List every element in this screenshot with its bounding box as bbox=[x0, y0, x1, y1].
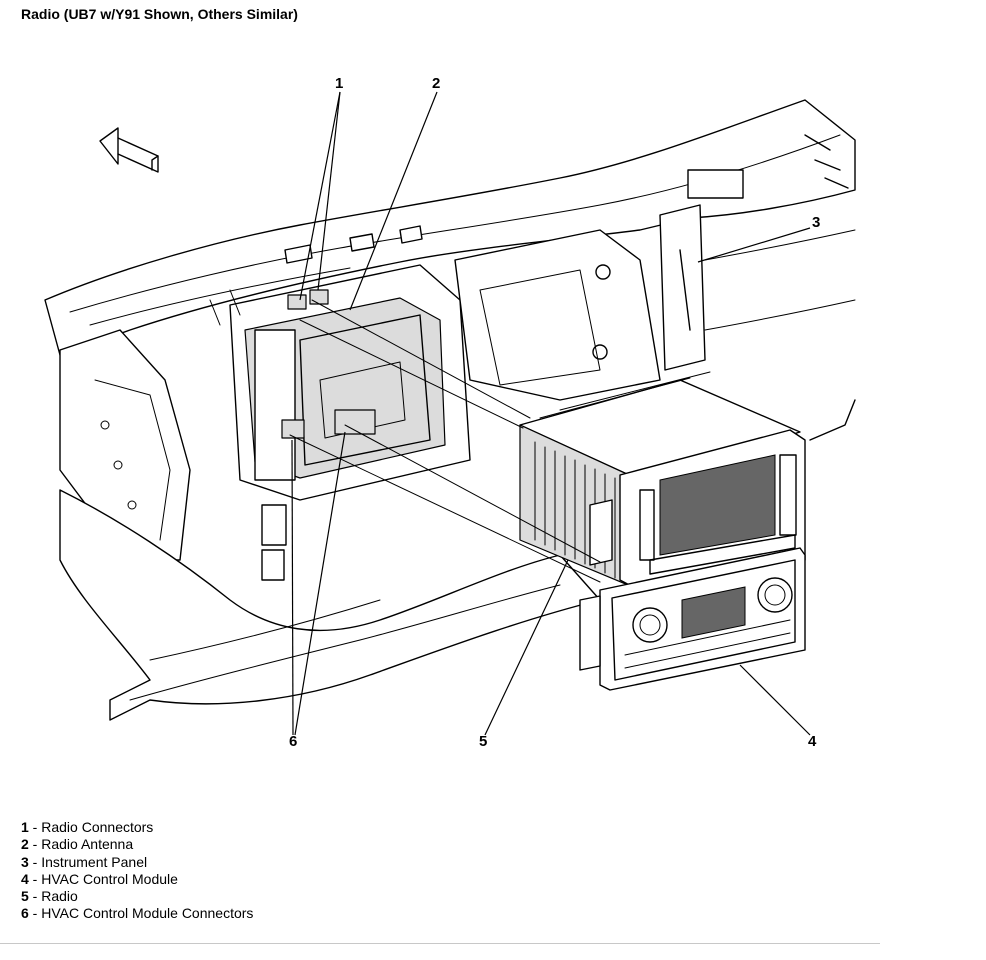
legend-separator: - bbox=[28, 853, 42, 870]
callout-numbers: 1 2 3 4 5 6 bbox=[289, 75, 820, 750]
legend-number: 3 bbox=[21, 853, 29, 870]
legend-item: 2 - Radio Antenna bbox=[21, 836, 253, 853]
exploded-view-diagram: 1 2 3 4 5 6 bbox=[44, 75, 856, 750]
legend-separator: - bbox=[28, 819, 42, 835]
legend-item: 3 - Instrument Panel bbox=[21, 854, 253, 871]
legend-separator: - bbox=[28, 870, 42, 887]
legend-number: 6 bbox=[21, 905, 29, 922]
callout-1: 1 bbox=[335, 75, 343, 92]
legend-item: 1 - Radio Connectors bbox=[21, 819, 253, 836]
footer-divider bbox=[0, 943, 880, 944]
instrument-panel bbox=[44, 99, 856, 721]
legend-separator: - bbox=[28, 836, 42, 853]
legend-item: 4 - HVAC Control Module bbox=[21, 871, 253, 888]
leader-lines bbox=[291, 91, 811, 736]
legend-separator: - bbox=[28, 888, 42, 905]
legend-label: Instrument Panel bbox=[41, 853, 148, 870]
legend-number: 5 bbox=[21, 888, 29, 905]
legend-separator: - bbox=[28, 905, 42, 922]
legend-number: 4 bbox=[21, 870, 29, 887]
legend-number: 2 bbox=[21, 836, 29, 853]
callout-4: 4 bbox=[808, 733, 817, 750]
callout-2: 2 bbox=[432, 75, 440, 92]
legend-label: Radio Antenna bbox=[41, 836, 134, 853]
radio-unit bbox=[519, 371, 806, 591]
legend-item: 5 - Radio bbox=[21, 888, 253, 905]
legend-label: Radio bbox=[41, 888, 78, 905]
parts-legend: 1 - Radio Connectors 2 - Radio Antenna 3… bbox=[21, 819, 253, 923]
assembly-lines bbox=[289, 299, 601, 583]
legend-number: 1 bbox=[21, 819, 29, 835]
forward-arrow-icon bbox=[99, 127, 159, 173]
callout-6: 6 bbox=[289, 733, 297, 750]
legend-label: HVAC Control Module bbox=[41, 870, 178, 887]
legend-item: 6 - HVAC Control Module Connectors bbox=[21, 905, 253, 922]
legend-label: HVAC Control Module Connectors bbox=[41, 905, 254, 922]
callout-3: 3 bbox=[812, 214, 820, 231]
callout-5: 5 bbox=[479, 733, 487, 750]
legend-label: Radio Connectors bbox=[41, 819, 154, 835]
hvac-control-module bbox=[579, 547, 806, 691]
diagram-title: Radio (UB7 w/Y91 Shown, Others Similar) bbox=[21, 6, 298, 22]
